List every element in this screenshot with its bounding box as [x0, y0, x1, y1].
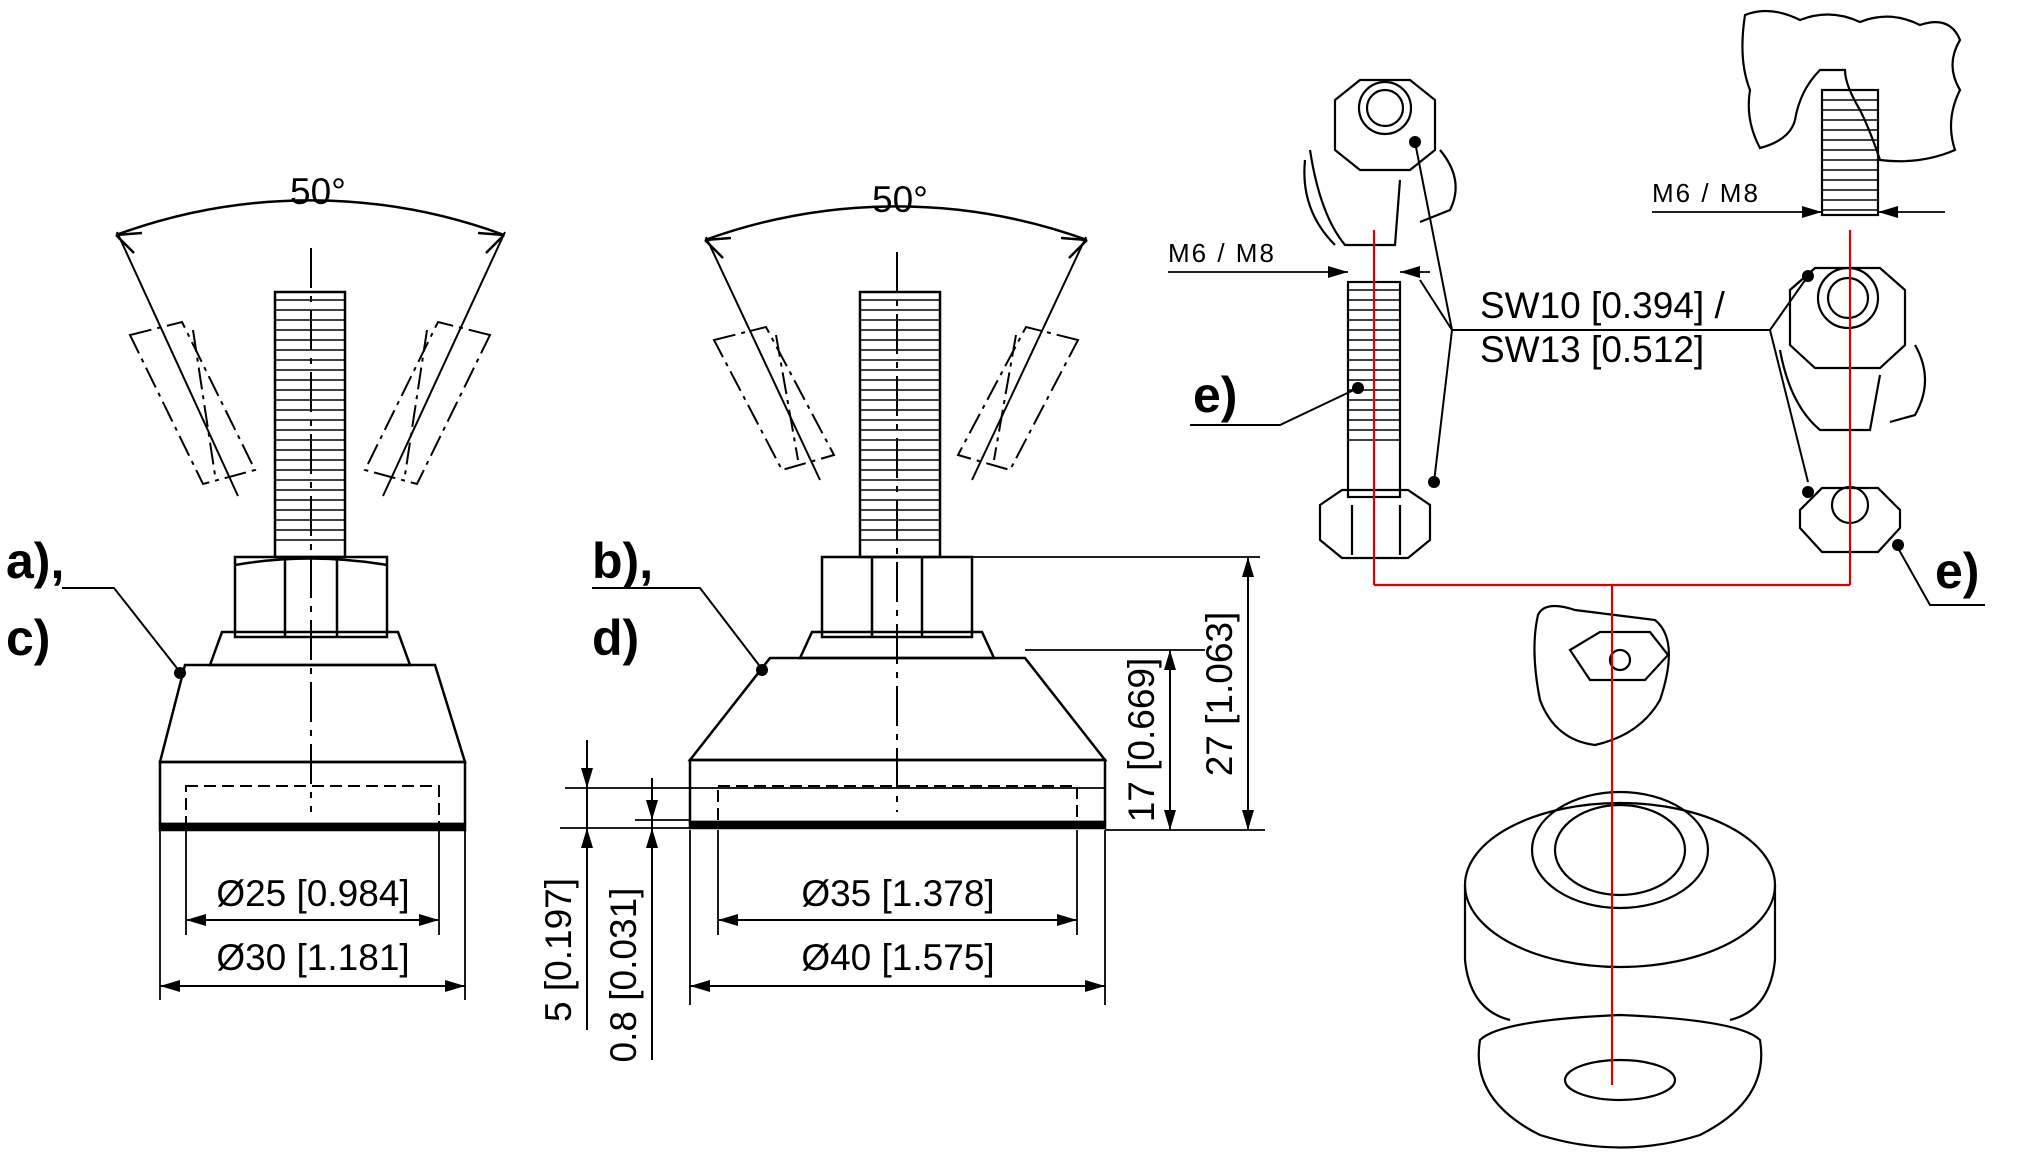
- callout-label-b: b),: [592, 533, 653, 589]
- leader-line-b: [592, 587, 763, 670]
- dia-inner-label-left: Ø25 [0.984]: [216, 873, 409, 914]
- top-nut-left: [1303, 78, 1457, 247]
- height-total-label: 27 [1.063]: [1199, 612, 1240, 777]
- dia-outer-label-mid: Ø40 [1.575]: [801, 937, 994, 978]
- pad-recess: [185, 785, 440, 825]
- leader-line-wrench: [1414, 141, 1454, 483]
- base-plate: [158, 760, 467, 826]
- angle-label-left: 50°: [290, 171, 346, 212]
- threaded-stud: [858, 290, 942, 559]
- height-base-label: 17 [0.669]: [1121, 658, 1162, 823]
- assembly-view: [1168, 9, 1985, 1149]
- callout-label-c: c): [6, 610, 50, 666]
- leveling-foot-view-left: [62, 199, 506, 1000]
- callout-label-e-right: e): [1935, 543, 1979, 599]
- thread-label-left: M6 / M8: [1168, 238, 1276, 268]
- dia-outer-label-left: Ø30 [1.181]: [216, 937, 409, 978]
- dia-inner-label-mid: Ø35 [1.378]: [801, 873, 994, 914]
- pad-height-label: 5 [0.197]: [538, 878, 579, 1022]
- leader-line-e-right: [1897, 547, 1985, 606]
- callout-label-e-left: e): [1193, 367, 1237, 423]
- phantom-stud-left: [128, 320, 257, 486]
- wrench-size-label-2: SW13 [0.512]: [1480, 329, 1704, 370]
- socket-clip: [1533, 604, 1670, 747]
- tilt-limit-line-right: [382, 231, 506, 497]
- assembly-axis: [1372, 230, 1852, 1085]
- leader-line-a: [62, 587, 181, 673]
- mounting-structure: [1741, 9, 1962, 217]
- tilt-angle-arc: [704, 205, 1088, 242]
- tilt-limit-line-left: [116, 231, 239, 497]
- wrench-size-label-1: SW10 [0.394] /: [1480, 285, 1725, 326]
- angle-label-mid: 50°: [872, 179, 928, 220]
- phantom-stud-right: [363, 320, 492, 486]
- callout-label-a: a),: [6, 533, 64, 589]
- pad-thickness-label: 0.8 [0.031]: [603, 888, 644, 1063]
- leader-line-e-left: [1190, 387, 1359, 426]
- thread-label-right: M6 / M8: [1652, 178, 1760, 208]
- tilt-angle-arc: [115, 199, 505, 237]
- top-nut-right: [1778, 266, 1926, 432]
- base-body: [158, 663, 467, 764]
- ball-socket-base: [1463, 790, 1777, 1149]
- callout-label-d: d): [592, 610, 639, 666]
- leveling-foot-view-mid: [560, 205, 1265, 1060]
